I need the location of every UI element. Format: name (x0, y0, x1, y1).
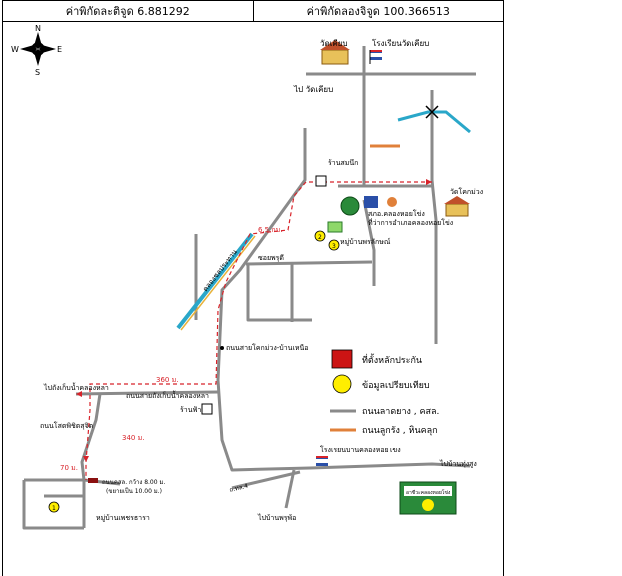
road-east (430, 90, 438, 350)
label-wat-kiab: วัดเคียบ (320, 39, 348, 48)
label-highway: ถ.ทล.4 (229, 483, 249, 494)
road-phrudee-east (362, 199, 376, 286)
label-village-phru: หมู่บ้านพรลักษณ์ (340, 238, 391, 246)
label-wat-khokmuang: วัดโคกม่วง (450, 187, 483, 196)
label-school-ban-khlong: โรงเรียนบ้านคลองหอยโข่ง (320, 445, 401, 454)
comparable-marker-3: 3 (328, 239, 340, 251)
svg-text:3: 3 (332, 243, 336, 250)
distance-2: 360 ม. (156, 376, 178, 384)
collateral-location-icon (88, 478, 98, 483)
compass-icon: N S E W (11, 24, 62, 77)
label-to-phru-phon: ไปบ้านพรุพ้อ (257, 513, 296, 522)
label-road-khokmuang: ถนนสายโคกม่วง-บ้านเหนือ (226, 343, 308, 352)
label-road-note: ถนนคสล. กว้าง 8.00 ม. (102, 479, 165, 486)
label-to-wat-kiab: ไป วัดเคียบ (293, 85, 333, 94)
district-flag-icon (364, 196, 378, 208)
label-school-kiab: โรงเรียนวัดเคียบ (372, 38, 429, 48)
road-main (216, 128, 471, 472)
route-arrow-south (83, 456, 89, 462)
comparable-marker-1: 1 (48, 501, 60, 513)
road-water-tank (75, 390, 219, 396)
label-road-note2: (ขยายเป็น 10.00 ม.) (106, 486, 162, 495)
coordinate-header: ค่าพิกัดละติจูด 6.881292 ค่าพิกัดลองจิจู… (2, 0, 504, 22)
canal-north (397, 105, 471, 134)
label-shop-fa: ร้านฟ้า (180, 406, 201, 414)
svg-text:2: 2 (318, 234, 322, 241)
legend: ที่ตั้งหลักประกัน ข้อมูลเปรียบเทียบ ถนนล… (328, 344, 496, 448)
label-soi-phrudee: ซอยพรุดี (258, 254, 284, 262)
map-border (2, 21, 504, 576)
compass-e: E (57, 45, 62, 54)
legend-location-swatch (331, 349, 353, 369)
road-junction-dot (220, 346, 224, 350)
compass-n: N (35, 24, 41, 33)
label-police: สภอ.คลองหอยโข่ง (368, 209, 425, 218)
legend-location-label: ที่ตั้งหลักประกัน (362, 353, 422, 366)
latitude-cell: ค่าพิกัดละติจูด 6.881292 (65, 5, 190, 18)
legend-paved-label: ถนนลาดยาง , คสล. (362, 407, 439, 417)
svg-text:1: 1 (52, 505, 56, 512)
label-district: ที่ว่าการอำเภอคลองหอยโข่ง (368, 218, 453, 227)
compass-s: S (35, 68, 40, 77)
roads-paved (22, 46, 476, 530)
legend-comparable-swatch (332, 374, 352, 394)
route-arrow-east (426, 179, 432, 185)
comparable-marker-2: 2 (314, 230, 326, 242)
distance-4: 70 ม. (60, 464, 78, 472)
road-highway (231, 470, 301, 490)
compass-w: W (11, 45, 19, 54)
village-house-icon (327, 221, 343, 233)
school-ban-khlong-flag-icon (316, 456, 328, 466)
distance-1: 6.5 กม. (258, 226, 282, 234)
label-to-water-tank: ไปถังเก็บน้ำคลองหลา (43, 381, 109, 392)
label-village-phet: หมู่บ้านเพชรธารา (96, 514, 150, 522)
distance-3: 340 ม. (122, 434, 144, 442)
canal-label: คลองชลประทาน (201, 248, 239, 293)
label-road-sotphet: ถนนโสตพิชิตสุจิต (40, 421, 94, 430)
label-to-thung-sung: ไปบ้านทุ่งสูง (439, 459, 477, 468)
shop-fa-icon (201, 403, 213, 415)
route-path (85, 181, 432, 480)
road-village-west (22, 480, 84, 530)
road-sot-phet (80, 393, 102, 481)
school-kiab-flag-icon (369, 50, 382, 64)
legend-laterite-label: ถนนลูกรัง , หินคลุก (362, 425, 438, 436)
road-phrudee (245, 260, 373, 266)
route-arrow-west (76, 391, 82, 397)
longitude-cell: ค่าพิกัดลองจิจูด 100.366513 (252, 1, 504, 21)
shop-samnak-icon (315, 175, 327, 187)
temple-kiab-icon (320, 40, 350, 65)
district-seal-icon (387, 197, 397, 207)
vocational-school-logo-icon (399, 481, 457, 515)
logo-text: อาชีวะคลองหอยโข่ง (406, 489, 451, 496)
temple-khokmuang-icon (444, 196, 470, 217)
legend-comparable-label: ข้อมูลเปรียบเทียบ (362, 380, 430, 391)
police-logo-icon (340, 196, 360, 216)
label-shop-samnak: ร้านสมนึก (328, 158, 358, 167)
road-phrudee-south (246, 264, 312, 322)
canal-irrigation (176, 232, 256, 331)
label-road-water-tank: ถนนสายถังเก็บน้ำคลองหลา (126, 389, 209, 400)
road-to-phruphon (284, 469, 296, 509)
